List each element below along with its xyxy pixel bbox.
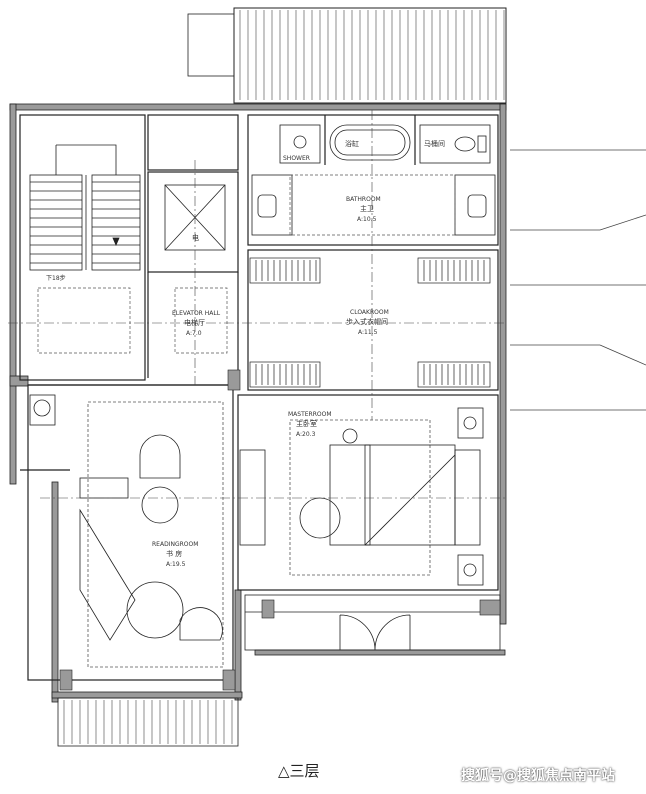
- shower-label: SHOWER: [283, 155, 310, 162]
- right-site-lines: [510, 149, 646, 411]
- master-cn: 主卧室: [296, 419, 317, 428]
- interior-walls: [19, 114, 499, 681]
- toilet-label: 马桶间: [424, 139, 445, 148]
- axis-lines: [8, 110, 505, 499]
- floor-caption: △三层: [278, 762, 320, 780]
- elevator-hall-cn: 电梯厅: [184, 318, 205, 327]
- elevator-hall-area: A:7.0: [186, 330, 202, 337]
- bottom-balconies: [57, 594, 501, 747]
- stair-label: 下18步: [46, 274, 66, 282]
- stairs: [29, 144, 141, 271]
- master-furniture: [239, 407, 484, 586]
- stair-landing: [37, 287, 131, 354]
- cloakroom-cn: 步入式衣帽间: [346, 317, 388, 326]
- cloakroom-area: A:11.5: [358, 329, 378, 336]
- master-en: MASTERROOM: [288, 411, 332, 418]
- bathroom-cn: 主卫: [360, 204, 374, 213]
- elevator-hall-en: ELEVATOR HALL: [172, 310, 221, 317]
- reading-area: A:19.5: [166, 561, 186, 568]
- columns: [59, 369, 501, 691]
- elevator-label: 电: [192, 233, 199, 242]
- reading-furniture: [29, 394, 224, 668]
- watermark: 搜狐号@搜狐焦点南平站: [461, 768, 615, 784]
- reading-en: READINGROOM: [152, 541, 198, 548]
- top-terrace: [187, 7, 507, 104]
- cloakroom-wardrobes: [249, 257, 491, 388]
- bathroom-en: BATHROOM: [346, 196, 381, 203]
- cloakroom-en: CLOAKROOM: [350, 309, 389, 316]
- bathtub-label: 浴缸: [345, 139, 359, 148]
- elevator-hall: [174, 287, 228, 354]
- bathroom-dash: [289, 174, 456, 236]
- reading-cn: 书 房: [166, 549, 182, 558]
- bathroom-fixtures: [251, 124, 496, 236]
- bathroom-area: A:10.5: [357, 216, 377, 223]
- master-area: A:20.3: [296, 431, 316, 438]
